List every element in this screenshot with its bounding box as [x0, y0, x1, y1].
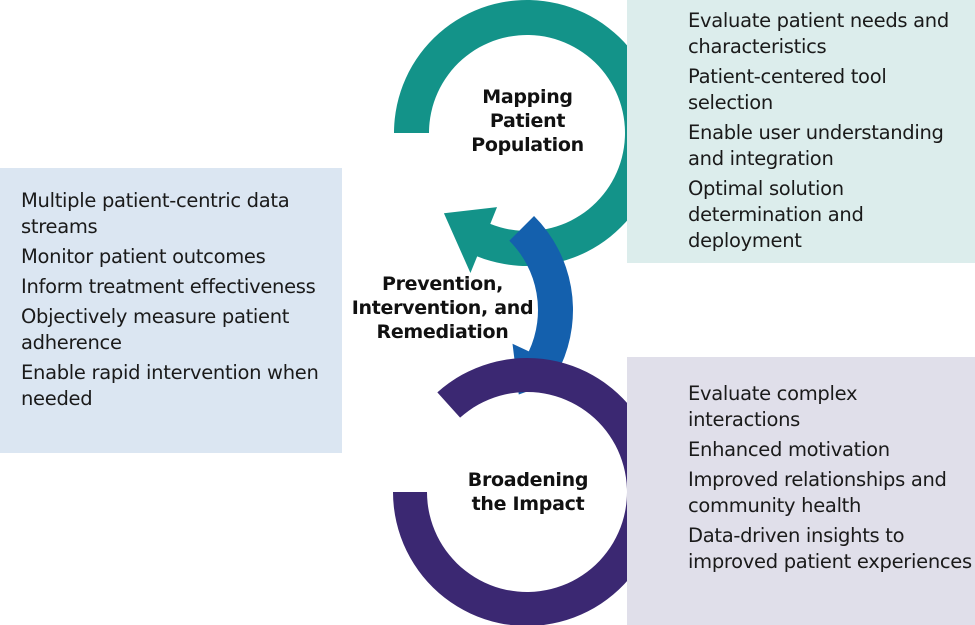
- mapping-item: Patient-centered tool selection: [688, 65, 887, 114]
- prevention-details-panel: Multiple patient-centric data streams Mo…: [0, 168, 342, 453]
- prevention-stage-title: Prevention, Intervention, and Remediatio…: [335, 272, 550, 344]
- mapping-stage-title: Mapping Patient Population: [450, 85, 605, 157]
- mapping-details-panel: Evaluate patient needs and characteristi…: [627, 0, 975, 263]
- broadening-stage-title: Broadening the Impact: [448, 468, 608, 516]
- prevention-item: Inform treatment effectiveness: [21, 275, 316, 298]
- title-line: Remediation: [376, 321, 509, 343]
- broadening-item: Evaluate complex interactions: [688, 382, 858, 431]
- title-line: the Impact: [471, 493, 585, 515]
- broadening-item: Improved relationships and community hea…: [688, 468, 947, 517]
- title-line: Patient: [489, 110, 566, 132]
- prevention-item: Monitor patient outcomes: [21, 245, 266, 268]
- mapping-item: Optimal solution determination and deplo…: [688, 177, 864, 252]
- prevention-item: Multiple patient-centric data streams: [21, 189, 290, 238]
- broadening-details-panel: Evaluate complex interactions Enhanced m…: [627, 357, 975, 625]
- title-line: Mapping: [482, 86, 573, 108]
- title-line: Prevention,: [381, 273, 504, 295]
- title-line: Broadening: [467, 469, 589, 491]
- broadening-item: Enhanced motivation: [688, 438, 890, 461]
- title-line: Population: [471, 134, 584, 156]
- prevention-cycle-arrow: [509, 215, 577, 395]
- broadening-item: Data-driven insights to improved patient…: [688, 524, 972, 573]
- title-line: Intervention, and: [351, 297, 534, 319]
- mapping-item: Evaluate patient needs and characteristi…: [688, 9, 949, 58]
- prevention-item: Enable rapid intervention when needed: [21, 361, 319, 410]
- prevention-item: Objectively measure patient adherence: [21, 305, 290, 354]
- mapping-item: Enable user understanding and integratio…: [688, 121, 944, 170]
